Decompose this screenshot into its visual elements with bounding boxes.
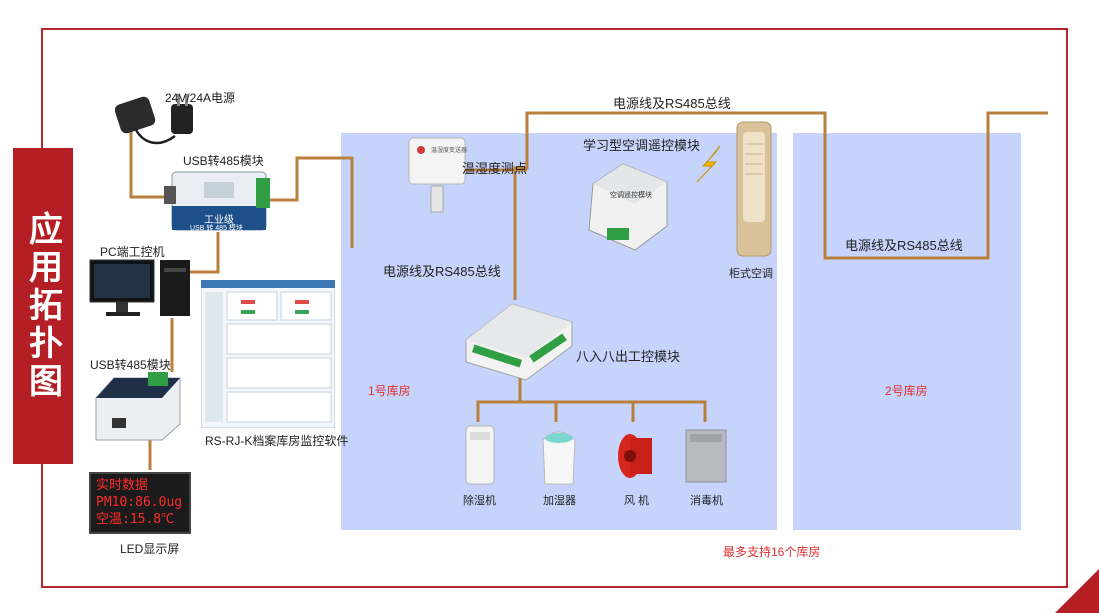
lightning-icon: [696, 145, 721, 183]
floor-ac-icon: [736, 121, 772, 257]
ac-module-face-text: 空调遥控模块: [610, 192, 652, 199]
label-bus-right: 电源线及RS485总线: [845, 238, 963, 253]
led-display: 实时数据 PM10:86.0ug 空温:15.8℃: [89, 472, 191, 534]
wire-equipment-bus: [476, 400, 707, 422]
corner-decoration: [1055, 569, 1099, 613]
label-dehumidifier: 除湿机: [463, 495, 496, 507]
usb485-module-top: [164, 171, 270, 231]
label-sensor: 温湿度测点: [462, 161, 528, 176]
led-line-2: PM10:86.0ug: [96, 495, 183, 510]
usb-module-sub-text: USB 转 485 模块: [190, 225, 243, 232]
room-2-area: [793, 133, 1021, 530]
wire-usb-bus: [270, 156, 354, 248]
fan-icon: [618, 434, 652, 478]
label-ac: 柜式空调: [729, 268, 773, 280]
label-io-module: 八入八出工控模块: [576, 349, 681, 364]
label-humidifier: 加湿器: [543, 495, 576, 507]
usb485-module-bottom: [95, 372, 181, 441]
io-module-icon: [465, 303, 573, 381]
label-power: 24V/24A电源: [165, 91, 236, 105]
usb-module-face-text: 工业级: [204, 215, 234, 226]
label-pc: PC端工控机: [100, 245, 165, 259]
label-usb485-bottom: USB转485模块: [90, 358, 171, 372]
label-usb485-top: USB转485模块: [183, 154, 264, 168]
label-software: RS-RJ-K档案库房监控软件: [205, 434, 349, 448]
wire-top-bus: [513, 111, 1048, 300]
label-room2: 2号库房: [885, 384, 928, 398]
power-adapter-icon: [115, 94, 193, 145]
label-led: LED显示屏: [120, 542, 180, 556]
dehumidifier-icon: [465, 425, 495, 485]
label-room1: 1号库房: [368, 384, 411, 398]
side-title: 应用拓扑图: [22, 211, 63, 401]
disinfector-icon: [685, 429, 727, 483]
side-title-tag: 应用拓扑图: [13, 148, 73, 464]
sensor-icon: [408, 137, 466, 213]
ac-module-icon: [588, 163, 668, 251]
label-bus-room1: 电源线及RS485总线: [383, 264, 501, 279]
sensor-brand-text: 温湿度变送器: [431, 148, 468, 154]
wire-power-usb: [129, 130, 170, 199]
label-fan: 风 机: [624, 495, 650, 507]
label-ac-module: 学习型空调遥控模块: [583, 138, 701, 153]
wire-usb-pc: [190, 232, 220, 274]
humidifier-icon: [542, 431, 576, 485]
label-rooms-note: 最多支持16个库房: [723, 545, 821, 559]
pc-icon: [89, 259, 190, 316]
software-screenshot: [201, 280, 335, 428]
led-line-3: 空温:15.8℃: [96, 512, 175, 527]
label-disinfector: 消毒机: [690, 495, 723, 507]
led-line-1: 实时数据: [96, 478, 149, 493]
label-bus-top: 电源线及RS485总线: [613, 96, 731, 111]
